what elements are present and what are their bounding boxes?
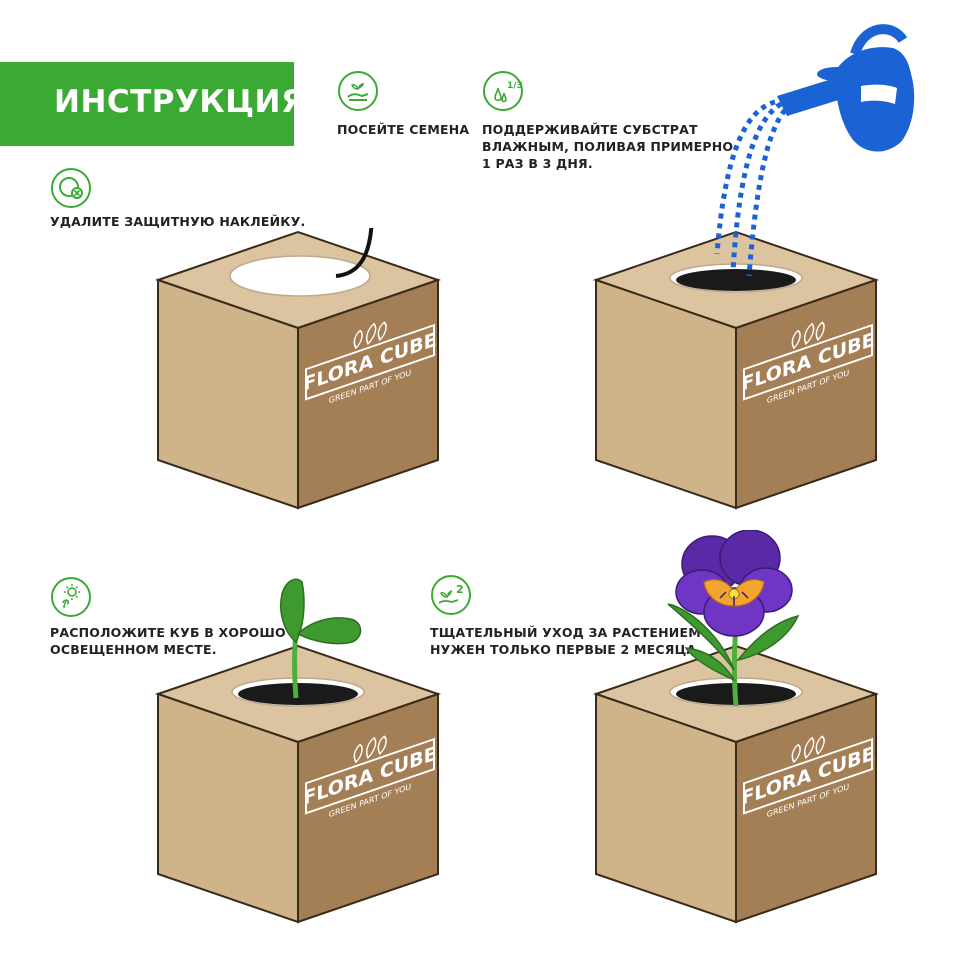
- watering-frequency-icon: 1/3: [483, 71, 523, 111]
- sprout: [280, 578, 362, 699]
- care-months-icon: 2: [431, 575, 471, 615]
- cube-step4: FLORA CUBE GREEN PART OF YOU: [595, 645, 877, 923]
- step-remove-sticker-text: УДАЛИТЕ ЗАЩИТНУЮ НАКЛЕЙКУ.: [50, 214, 306, 229]
- cube-step3: FLORA CUBE GREEN PART OF YOU: [157, 645, 439, 923]
- care-months-number: 2: [456, 583, 464, 596]
- pansy-flower: [667, 530, 800, 707]
- instructions-banner: ИНСТРУКЦИЯ:: [0, 62, 318, 146]
- step-watering-text: ПОДДЕРЖИВАЙТЕ СУБСТРАТ ВЛАЖНЫМ, ПОЛИВАЯ …: [482, 122, 734, 171]
- watering-fraction-text: 1/3: [507, 81, 523, 91]
- sticker-remove-icon: [51, 168, 91, 208]
- protective-sticker: [229, 255, 371, 297]
- soil: [676, 269, 796, 291]
- step-sunlight-text: РАСПОЛОЖИТЕ КУБ В ХОРОШО ОСВЕЩЕННОМ МЕСТ…: [50, 625, 286, 657]
- watering-can: [714, 24, 915, 277]
- step-sow-seeds-text: ПОСЕЙТЕ СЕМЕНА: [337, 122, 470, 137]
- sow-seeds-icon: [338, 71, 378, 111]
- step-care-text: ТЩАТЕЛЬНЫЙ УХОД ЗА РАСТЕНИЕМ НУЖЕН ТОЛЬК…: [430, 625, 701, 657]
- remove-arrow: [335, 228, 374, 278]
- cube-step1: FLORA CUBE GREEN PART OF YOU: [157, 228, 439, 509]
- banner-title: ИНСТРУКЦИЯ:: [54, 84, 319, 120]
- sunlight-icon: [51, 577, 91, 617]
- cube-step2: FLORA CUBE GREEN PART OF YOU: [595, 231, 877, 509]
